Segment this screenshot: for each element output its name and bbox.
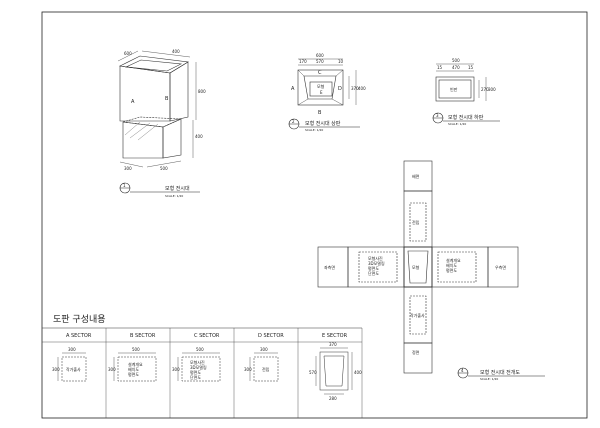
top-label-c: C <box>318 70 322 76</box>
iso-dim-height-bottom: 400 <box>195 134 203 139</box>
unfold-title: 모형 전시대 전개도 <box>480 369 520 376</box>
bottom-view <box>435 63 487 102</box>
sector-b-header: B SECTOR <box>130 333 156 339</box>
sector-a-drawing <box>57 352 87 382</box>
sector-d-dim-side: 300 <box>244 367 252 372</box>
unfold-right-outer: 우측면 <box>495 264 506 270</box>
top-center-2: E <box>320 90 323 95</box>
unfold-left-inner-0: 모형사진 <box>368 255 383 261</box>
iso-dim-base-right: 500 <box>160 166 168 171</box>
bottom-scale: SCALE: 1/20 <box>448 122 466 126</box>
iso-scale: SCALE: 1/20 <box>165 194 183 198</box>
sector-e-drawing <box>315 347 353 395</box>
top-label-b: B <box>318 110 322 116</box>
sector-c-header: C SECTOR <box>194 333 220 339</box>
iso-model-view <box>117 50 197 168</box>
sheet-border <box>41 11 588 419</box>
top-title-num: 2 <box>292 119 295 124</box>
top-label-d: D <box>338 86 342 92</box>
unfold-left-outer: 좌측면 <box>324 264 335 270</box>
iso-dim-height-top: 800 <box>198 89 206 94</box>
unfold-title-block: 4 모형 전시대 전개도 SCALE: 1/20 <box>457 367 545 381</box>
unfold-left-inner-2: 평면도 <box>368 265 379 271</box>
bottom-dim-side-2: 300 <box>488 87 496 92</box>
top-dim-outer: 600 <box>316 53 324 58</box>
sector-c-line-2: 평면도 <box>190 369 201 375</box>
unfold-bottom-outer: 정면 <box>412 349 420 355</box>
sector-a-header: A SECTOR <box>66 333 92 339</box>
iso-title-num: 1 <box>123 183 126 188</box>
bottom-title: 모형 전시대 하판 <box>448 114 484 121</box>
iso-dim-top-right: 400 <box>172 49 180 54</box>
iso-dim-top-left: 600 <box>124 51 132 56</box>
sector-c-line-1: 3D모델링 <box>190 364 207 370</box>
sector-d-drawing <box>249 352 279 382</box>
unfold-left-inner-3: 단면도 <box>368 270 379 276</box>
sector-d-dim-top: 300 <box>260 347 268 352</box>
bottom-dim-inner-mid: 470 <box>452 65 460 70</box>
unfold-right-inner-1: 배치도 <box>446 262 457 268</box>
top-dim-inner-left: 170 <box>299 59 307 64</box>
sector-e-header: E SECTOR <box>322 333 348 339</box>
bottom-dim-inner-left: 15 <box>437 65 443 70</box>
sector-a-line-0: 작가출사 <box>66 366 81 372</box>
sector-b-dim-top: 500 <box>132 347 140 352</box>
unfold-scale: SCALE: 1/20 <box>480 377 498 381</box>
bottom-dim-outer: 500 <box>452 58 460 63</box>
sector-a-dim-side: 300 <box>52 367 60 372</box>
sector-c-dim-top: 500 <box>196 347 204 352</box>
unfold-top-outer: 배면 <box>412 173 420 179</box>
iso-top-opening <box>124 59 183 72</box>
panel-heading: 도판 구성내용 <box>53 314 106 325</box>
top-center-1: 모형 <box>317 83 325 89</box>
bottom-dim-side-1: 270 <box>481 87 489 92</box>
iso-top-face <box>119 55 189 74</box>
sector-b-line-0: 설계개요 <box>128 361 143 367</box>
top-dim-side-1: 370 <box>351 86 359 91</box>
top-dim-inner-mid: 570 <box>316 59 324 64</box>
top-dim-side-2: 400 <box>358 86 366 91</box>
unfold-left-inner-1: 3D모델링 <box>368 260 385 266</box>
sector-d-line-0: 전립 <box>262 366 270 372</box>
sector-e-dim-side-right: 400 <box>354 370 362 375</box>
top-title-block: 2 모형 전시대 상판 SCALE: 1/20 <box>288 118 360 132</box>
sector-a-dim-top: 300 <box>68 347 76 352</box>
sector-e-dim-side-left: 570 <box>309 370 317 375</box>
unfold-center: 모형 <box>412 264 420 270</box>
sector-c-line-3: 단면도 <box>190 374 201 380</box>
unfold-title-num: 4 <box>461 368 464 373</box>
sector-e-dim-top: 370 <box>329 342 337 347</box>
top-label-a: A <box>291 86 295 92</box>
sector-e-dim-bottom: 280 <box>329 396 337 401</box>
iso-title-block: 1 모형 전시대 SCALE: 1/20 <box>119 182 200 198</box>
top-title: 모형 전시대 상판 <box>305 120 341 127</box>
sector-b-dim-side: 300 <box>108 367 116 372</box>
unfold-net <box>317 160 519 374</box>
bottom-title-num: 3 <box>436 113 439 118</box>
sector-d-header: D SECTOR <box>258 333 284 339</box>
iso-dim-base-left: 300 <box>124 166 132 171</box>
sector-b-line-2: 평면도 <box>128 371 139 377</box>
sector-b-drawing <box>113 352 157 382</box>
sector-c-dim-side: 300 <box>172 367 180 372</box>
iso-face-a: A <box>131 99 135 105</box>
unfold-bottom-inner: 작가출사 <box>410 312 425 318</box>
top-view <box>297 58 357 106</box>
sector-b-line-1: 배치도 <box>128 366 139 372</box>
iso-face-b: B <box>165 96 169 102</box>
top-scale: SCALE: 1/20 <box>305 128 323 132</box>
iso-title: 모형 전시대 <box>165 185 190 192</box>
unfold-right-inner-2: 평면도 <box>446 267 457 273</box>
sector-c-line-0: 모형사진 <box>190 359 205 365</box>
bottom-dim-inner-right: 15 <box>468 65 474 70</box>
unfold-right-inner-0: 설계개요 <box>446 257 461 263</box>
unfold-top-inner: 전립 <box>412 219 420 225</box>
bottom-center: 빈판 <box>450 86 458 92</box>
panel-table <box>42 327 363 418</box>
bottom-title-block: 3 모형 전시대 하판 SCALE: 1/20 <box>432 112 500 126</box>
top-dim-inner-right: 10 <box>338 59 344 64</box>
sector-c-drawing <box>177 352 221 382</box>
